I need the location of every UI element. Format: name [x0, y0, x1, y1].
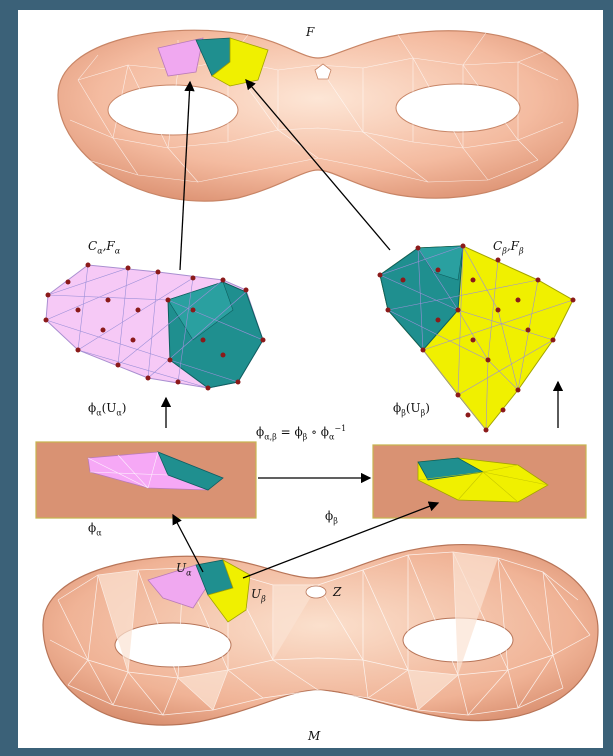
arrow-C-beta-to-F	[245, 79, 391, 251]
patch-magenta-M	[147, 564, 209, 609]
label-phi-alpha-U-alpha: ϕα(Uα)	[88, 401, 127, 418]
label-phi-alpha: ϕα	[88, 521, 102, 538]
label-U-beta: Uβ	[251, 587, 266, 604]
label-chart-beta: Cβ,Fβ	[493, 239, 524, 256]
label-chart-alpha: Cα,Fα	[88, 239, 121, 256]
mapping-arrows	[160, 79, 564, 579]
arrow-C-alpha-to-F	[179, 80, 195, 271]
label-phi-beta: ϕβ	[325, 509, 338, 526]
arrow-M-to-alpha-plane	[172, 513, 204, 573]
label-phi-beta-U-beta: ϕβ(Uβ)	[393, 401, 430, 418]
patch-yellow-F	[211, 37, 269, 87]
label-U-alpha: Uα	[176, 561, 192, 578]
surface-F	[57, 29, 579, 202]
pentagon-hole-F	[314, 63, 332, 80]
plane-phi-alpha	[35, 441, 257, 519]
label-surface-M: M	[308, 729, 321, 743]
arrow-M-to-beta-plane	[242, 501, 440, 579]
surface-M	[42, 543, 599, 726]
manifold-diagram	[35, 29, 599, 726]
label-Z: Z	[333, 585, 342, 599]
label-transition-map: ϕα,β = ϕβ ∘ ϕα−1	[256, 424, 347, 442]
chart-C-beta	[377, 243, 576, 433]
chart-C-alpha	[43, 262, 266, 391]
label-surface-F: F	[306, 25, 315, 39]
patch-magenta-F	[157, 37, 204, 77]
figure-frame: F Cα,Fα Cβ,Fβ ϕα(Uα) ϕβ(Uβ) ϕα,β = ϕβ ∘ …	[18, 10, 603, 748]
chart-beta-nodes	[377, 243, 576, 433]
plane-phi-beta	[372, 444, 587, 519]
chart-alpha-nodes	[43, 262, 266, 391]
hole-Z	[305, 585, 327, 599]
